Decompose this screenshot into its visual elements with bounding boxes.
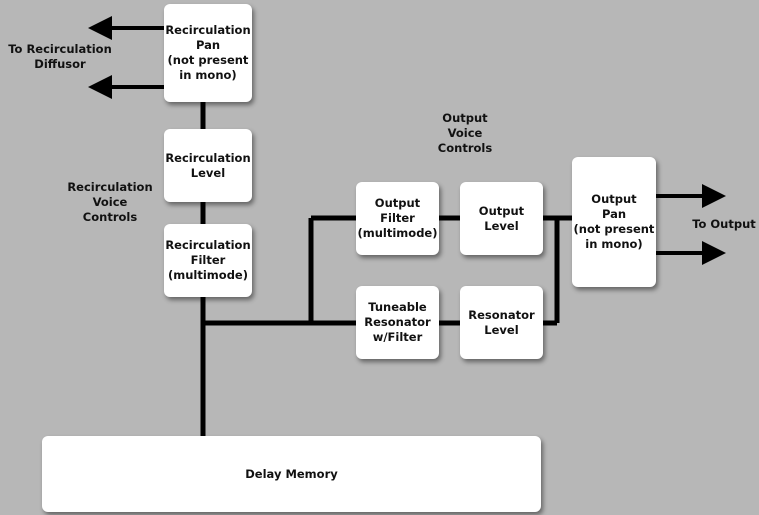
recirculation-filter-block: Recirculation Filter (multimode): [164, 224, 252, 297]
output-level-block: Output Level: [460, 182, 543, 255]
output-voice-controls-label: Output Voice Controls: [437, 111, 493, 155]
recirculation-level-block: Recirculation Level: [164, 129, 252, 202]
to-recirculation-diffusor-label: To Recirculation Diffusor: [8, 42, 112, 71]
output-filter-block: Output Filter (multimode): [356, 182, 439, 255]
recirculation-voice-controls-label: Recirculation Voice Controls: [67, 180, 153, 224]
output-pan-block: Output Pan (not present in mono): [572, 157, 656, 287]
tuneable-resonator-block: Tuneable Resonator w/Filter: [356, 286, 439, 359]
recirculation-pan-block: Recirculation Pan (not present in mono): [164, 4, 252, 102]
resonator-level-block: Resonator Level: [460, 286, 543, 359]
delay-memory-block: Delay Memory: [42, 436, 541, 512]
to-output-label: To Output: [692, 217, 756, 231]
